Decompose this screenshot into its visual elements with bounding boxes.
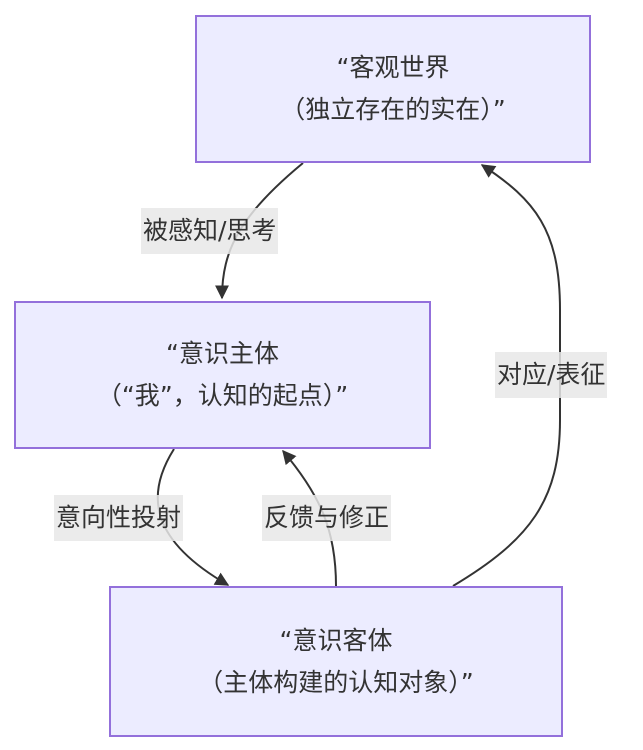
node-objective-world[interactable]: “客观世界 （独立存在的实在）”: [195, 15, 591, 163]
edge-label-correspondence: 对应/表征: [495, 352, 608, 398]
edge-label-perceived: 被感知/思考: [141, 208, 279, 254]
node-title: “客观世界: [336, 53, 450, 82]
node-title: “意识客体: [279, 625, 393, 655]
edge-label-intentional-projection: 意向性投射: [54, 495, 184, 541]
node-conscious-object[interactable]: “意识客体 （主体构建的认知对象）”: [109, 586, 563, 737]
edge-object-to-world: [452, 164, 561, 587]
node-conscious-subject[interactable]: “意识主体 （“我”，认知的起点）”: [14, 301, 431, 449]
node-subtitle: （主体构建的认知对象）”: [198, 667, 474, 697]
node-subtitle: （“我”，认知的起点）”: [96, 381, 349, 410]
node-title: “意识主体: [166, 339, 279, 368]
node-subtitle: （独立存在的实在）”: [280, 95, 506, 124]
edge-label-feedback: 反馈与修正: [262, 495, 392, 541]
